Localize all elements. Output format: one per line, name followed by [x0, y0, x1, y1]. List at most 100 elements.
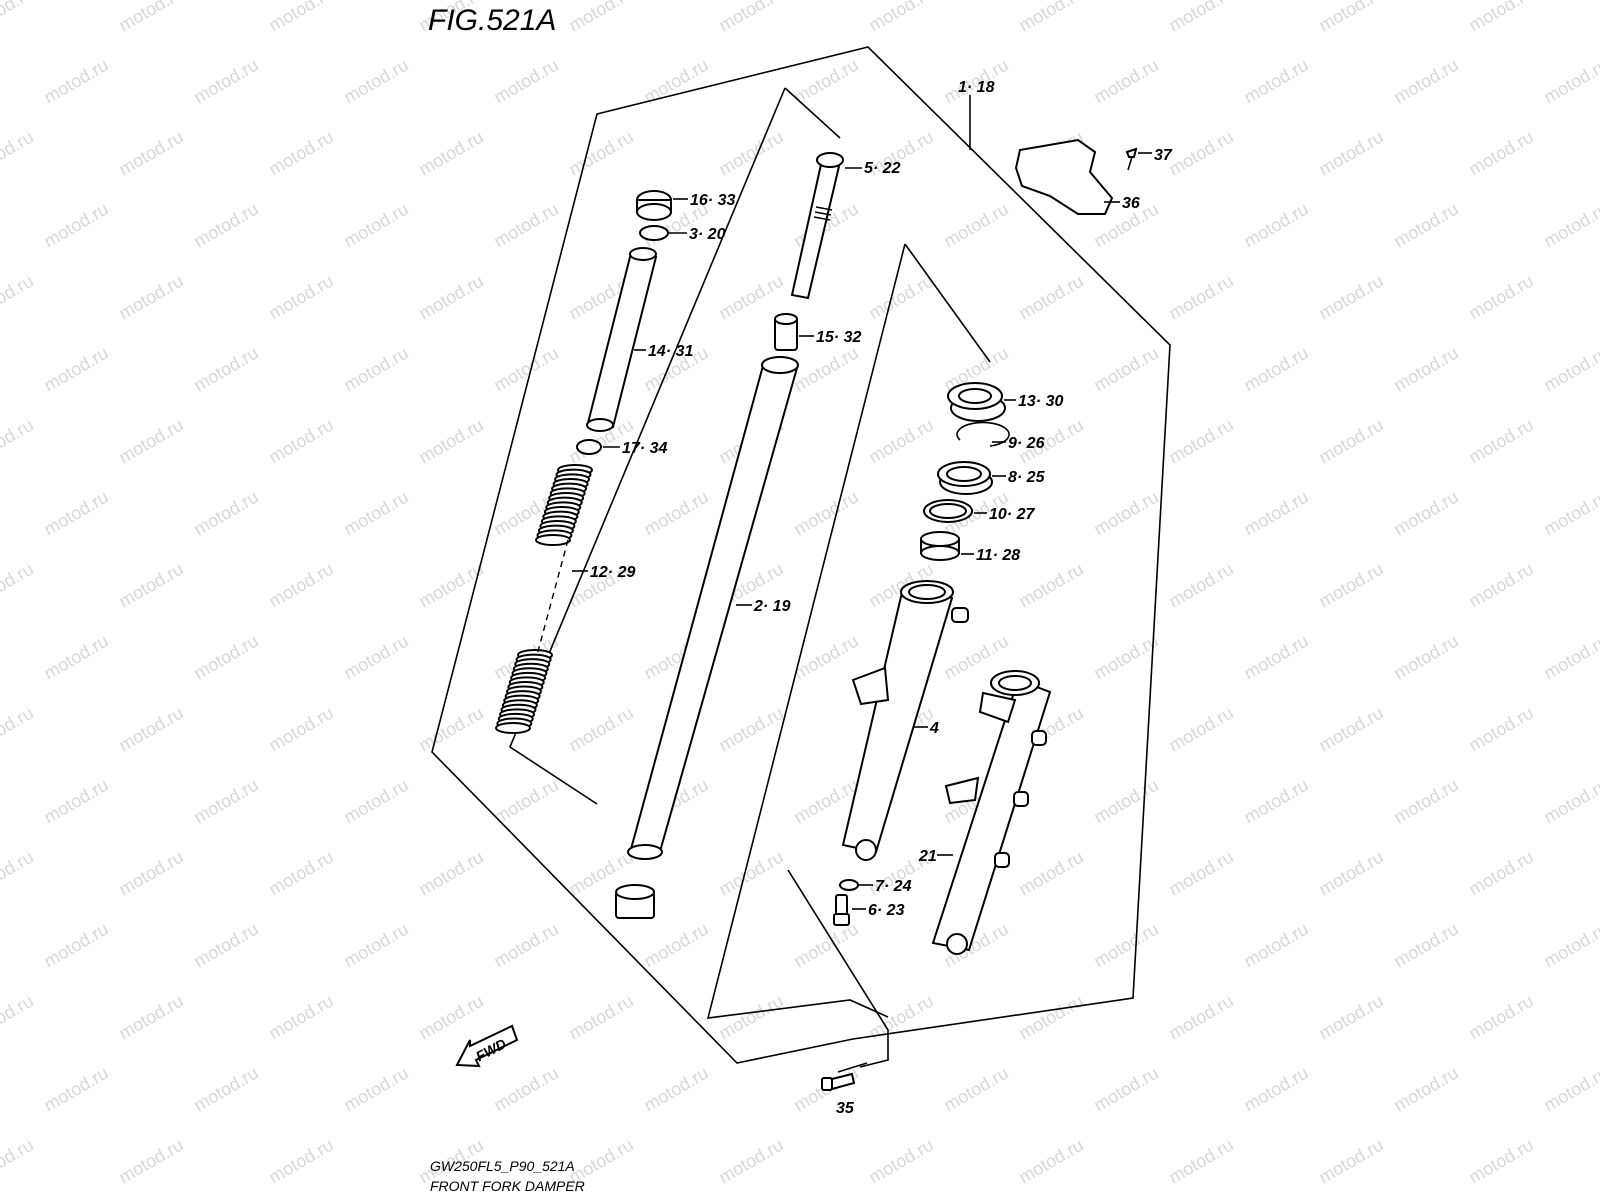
watermark-text: motod.ru: [40, 55, 112, 108]
watermark-text: motod.ru: [190, 199, 262, 252]
watermark-text: motod.ru: [190, 55, 262, 108]
assembly-outline: [431, 46, 1171, 1064]
watermark-text: motod.ru: [0, 415, 37, 468]
damper-rod: [790, 152, 844, 300]
watermark-text: motod.ru: [1540, 631, 1600, 684]
watermark-text: motod.ru: [415, 271, 487, 324]
figure-name: FRONT FORK DAMPER: [430, 1178, 585, 1194]
part-label-10-27: 10· 27: [989, 506, 1035, 523]
watermark-text: motod.ru: [190, 775, 262, 828]
watermark-text: motod.ru: [1165, 1135, 1237, 1188]
spring-washer: [576, 439, 602, 455]
watermark-text: motod.ru: [1240, 631, 1312, 684]
part-label-16-33: 16· 33: [690, 192, 735, 209]
part-label-8-25: 8· 25: [1008, 469, 1046, 486]
watermark-text: motod.ru: [415, 415, 487, 468]
watermark-text: motod.ru: [40, 487, 112, 540]
watermark-text: motod.ru: [1465, 0, 1537, 35]
damper-bolt: [833, 894, 850, 926]
watermark-text: motod.ru: [565, 991, 637, 1044]
watermark-text: motod.ru: [1540, 487, 1600, 540]
bolt-leader: [837, 1062, 868, 1073]
watermark-text: motod.ru: [1090, 487, 1162, 540]
seal-retainer: [923, 499, 973, 523]
watermark-text: motod.ru: [790, 55, 862, 108]
watermark-text: motod.ru: [1165, 0, 1237, 35]
watermark-text: motod.ru: [340, 631, 412, 684]
spring-axis-dash: [536, 539, 569, 656]
watermark-text: motod.ru: [940, 1063, 1012, 1116]
tube-group-outline-edge: [904, 243, 991, 363]
watermark-text: motod.ru: [1390, 775, 1462, 828]
watermark-text: motod.ru: [1540, 919, 1600, 972]
watermark-text: motod.ru: [565, 0, 637, 35]
watermark-text: motod.ru: [115, 271, 187, 324]
part-label-14-31: 14· 31: [648, 343, 693, 360]
stopper-ring: [956, 421, 1010, 447]
watermark-text: motod.ru: [565, 703, 637, 756]
watermark-text: motod.ru: [1390, 199, 1462, 252]
watermark-text: motod.ru: [1165, 847, 1237, 900]
watermark-text: motod.ru: [490, 1063, 562, 1116]
watermark-text: motod.ru: [265, 127, 337, 180]
watermark-text: motod.ru: [115, 0, 187, 35]
watermark-text: motod.ru: [340, 487, 412, 540]
watermark-text: motod.ru: [640, 919, 712, 972]
watermark-text: motod.ru: [1465, 127, 1537, 180]
rod-collar: [774, 313, 798, 351]
watermark-text: motod.ru: [1240, 919, 1312, 972]
watermark-text: motod.ru: [790, 919, 862, 972]
forward-arrow-icon: [455, 1024, 519, 1068]
watermark-text: motod.ru: [1390, 55, 1462, 108]
spring-coil: [535, 534, 571, 546]
oil-seal: [937, 461, 993, 495]
watermark-text: motod.ru: [1315, 847, 1387, 900]
watermark-text: motod.ru: [265, 559, 337, 612]
watermark-text: motod.ru: [1165, 271, 1237, 324]
watermark-text: motod.ru: [1240, 1063, 1312, 1116]
watermark-text: motod.ru: [1315, 1135, 1387, 1188]
watermark-text: motod.ru: [1015, 1135, 1087, 1188]
watermark-text: motod.ru: [265, 703, 337, 756]
watermark-text: motod.ru: [0, 0, 37, 35]
watermark-text: motod.ru: [1465, 703, 1537, 756]
inner-tube: [627, 356, 799, 860]
spring-coil: [495, 722, 531, 734]
watermark-text: motod.ru: [1540, 775, 1600, 828]
watermark-text: motod.ru: [0, 1135, 37, 1188]
watermark-text: motod.ru: [0, 271, 37, 324]
watermark-text: motod.ru: [265, 1135, 337, 1188]
watermark-text: motod.ru: [490, 775, 562, 828]
watermark-text: motod.ru: [865, 415, 937, 468]
watermark-text: motod.ru: [715, 991, 787, 1044]
damper-group-outline: [509, 87, 786, 805]
watermark-text: motod.ru: [115, 847, 187, 900]
watermark-text: motod.ru: [1315, 0, 1387, 35]
watermark-text: motod.ru: [1465, 559, 1537, 612]
watermark-text: motod.ru: [340, 199, 412, 252]
watermark-text: motod.ru: [115, 559, 187, 612]
watermark-text: motod.ru: [190, 487, 262, 540]
dust-seal: [947, 382, 1006, 422]
part-label-35: 35: [836, 1100, 855, 1117]
watermark-text: motod.ru: [40, 1063, 112, 1116]
fork-spring: [495, 464, 593, 734]
watermark-text: motod.ru: [190, 343, 262, 396]
watermark-text: motod.ru: [265, 0, 337, 35]
part-label-1-18: 1· 18: [958, 79, 995, 96]
watermark-text: motod.ru: [0, 847, 37, 900]
watermark-text: motod.ru: [40, 919, 112, 972]
part-label-37: 37: [1154, 147, 1173, 164]
watermark-text: motod.ru: [490, 919, 562, 972]
watermark-text: motod.ru: [565, 127, 637, 180]
part-label-6-23: 6· 23: [868, 902, 905, 919]
watermark-text: motod.ru: [715, 847, 787, 900]
gasket: [839, 879, 859, 891]
watermark-text: motod.ru: [340, 343, 412, 396]
watermark-text: motod.ru: [115, 991, 187, 1044]
guide-bushing: [920, 531, 960, 561]
watermark-text: motod.ru: [1315, 991, 1387, 1044]
watermark-text: motod.ru: [865, 271, 937, 324]
watermark-text: motod.ru: [1315, 127, 1387, 180]
